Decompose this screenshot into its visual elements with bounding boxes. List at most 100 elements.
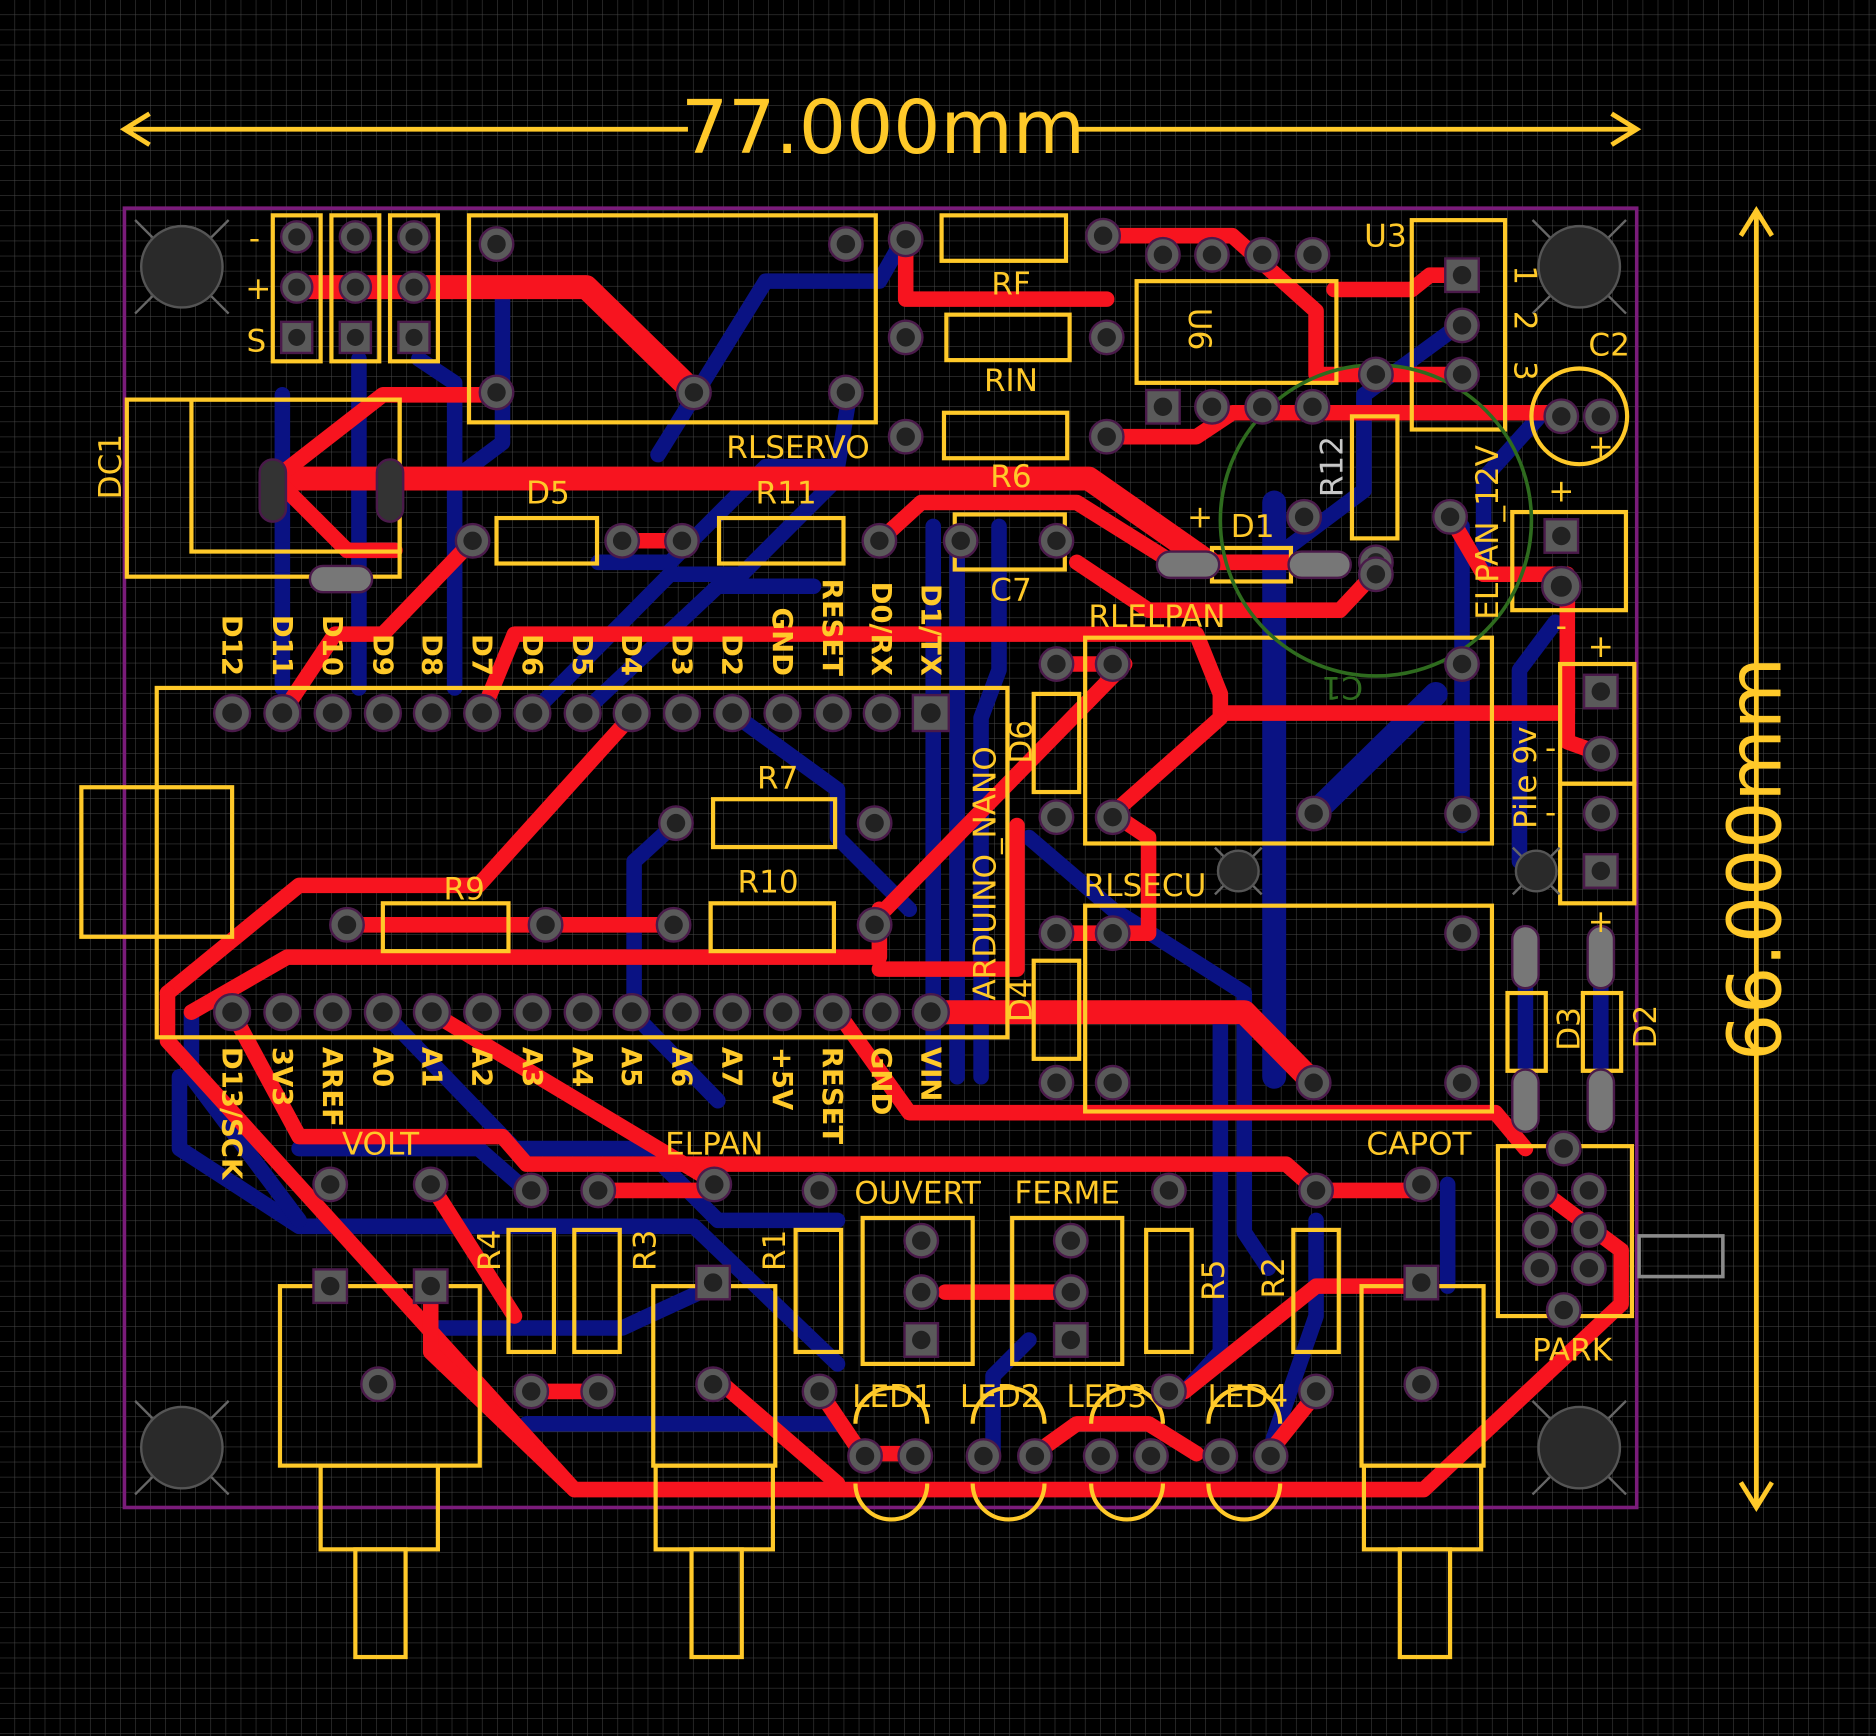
drill-hole [1294,507,1314,527]
nano-top-pin-label: D0/RX [865,582,897,676]
drill-hole [871,1002,892,1023]
oval-pad [1155,550,1221,580]
drill-hole [288,328,306,346]
label-led2: LED2 [960,1379,1041,1415]
drill-hole [1093,226,1113,245]
drill-hole [896,427,915,446]
label-rlservo: RLSERVO [726,430,869,466]
board-outline [122,206,1639,1510]
height-dimension-label: 66.000mm [1712,657,1798,1061]
drill-hole [612,531,632,550]
drill-hole [1550,575,1572,597]
nano-top-pin-label: D4 [615,634,647,676]
drill-hole [1306,1181,1326,1200]
drill-hole [472,703,493,723]
label-rin: RIN [984,363,1038,399]
drill-hole [1452,923,1472,943]
silkscreen-outlines [79,213,1725,1660]
nano-bottom-pin-label: VIN [914,1047,946,1102]
nano-top-pin-label: D9 [366,634,398,676]
drill-hole [346,278,364,296]
square-pad [1144,388,1181,425]
nano-top-pin-label: D1/TX [914,584,946,676]
drill-hole [472,1002,493,1023]
drill-hole [322,703,343,723]
drill-hole [321,1276,340,1296]
drill-hole [1103,654,1122,674]
drill-hole [664,915,683,935]
drill-hole [422,1002,442,1023]
drill-hole [422,703,442,723]
oval-pad [1511,924,1540,990]
drill-hole [1304,804,1323,823]
drill-hole [1452,804,1472,823]
drill-hole [865,915,884,935]
drill-hole [536,915,555,935]
drill-hole [346,228,364,246]
drill-hole [1452,365,1472,384]
nano-bottom-pin-label: 3V3 [266,1047,298,1107]
mounting-hole [139,1405,224,1490]
label-dc1: DC1 [93,434,129,499]
polarity-marks: + + - + - - + + [1187,429,1614,940]
nano-bottom-pin-label: D13/SCK [216,1047,248,1181]
label-c7: C7 [990,573,1032,609]
drill-hole [1061,1282,1081,1302]
mounting-hole [1537,224,1622,309]
nano-bottom-pin-label: A0 [366,1047,398,1087]
drill-hole [405,278,423,296]
plus-mark: + [1588,429,1614,465]
label-u3: U3 [1364,218,1407,254]
drill-hole [1025,1446,1045,1466]
drill-hole [1452,316,1472,335]
drill-hole [1591,804,1611,823]
oval-pad [375,458,405,523]
label-elpan-12v: ELPAN_12V [1470,444,1506,619]
nano-top-pin-label: D12 [216,615,248,676]
drill-hole [1412,1375,1431,1394]
drill-hole [1047,1073,1066,1092]
nano-bottom-pin-label: +5V [766,1047,798,1111]
nano-top-pin-label: D3 [665,634,697,676]
drill-hole [810,1382,829,1401]
drill-hole [1554,1300,1573,1320]
drill-hole [1591,407,1611,426]
label-arduino-nano: ARDUINO_NANO [967,746,1003,1000]
label-volt: VOLT [342,1127,420,1163]
label-r7: R7 [757,760,798,796]
drill-hole [522,703,543,723]
label-r6: R6 [990,459,1031,495]
drill-hole [272,1002,293,1023]
label-u3-pin3: 3 [1507,361,1543,381]
label-d6: D6 [1003,720,1039,764]
nano-top-pin-label: RESET [816,579,848,677]
drill-hole [1091,1446,1110,1466]
drill-hole [1253,245,1272,265]
label-u3-pin1: 1 [1507,265,1543,285]
label-led4: LED4 [1208,1379,1289,1415]
drill-hole [1211,1446,1230,1466]
drill-hole [372,1002,393,1023]
drill-hole [1452,654,1472,674]
plus-mark: + [1588,629,1614,665]
drill-hole [1047,923,1066,943]
label-r1: R1 [757,1230,793,1271]
drill-hole [1579,1181,1599,1200]
plus-mark: + [1548,473,1574,509]
nano-top-pin-label: D10 [316,615,348,676]
drill-hole [321,1175,340,1194]
drill-hole [1047,654,1066,674]
header-plus-label: + [245,271,271,307]
drill-hole [405,328,423,346]
minus-mark: - [1545,795,1556,831]
label-elpan: ELPAN [665,1127,763,1163]
drill-hole [337,915,357,935]
drill-hole [1303,245,1322,265]
drill-hole [1097,328,1116,347]
label-r4: R4 [472,1230,508,1271]
drill-hole [772,1002,793,1023]
drill-hole [1047,807,1066,827]
drill-hole [405,228,423,246]
nano-bottom-pin-label: A5 [615,1047,647,1087]
drill-hole [589,1382,608,1401]
